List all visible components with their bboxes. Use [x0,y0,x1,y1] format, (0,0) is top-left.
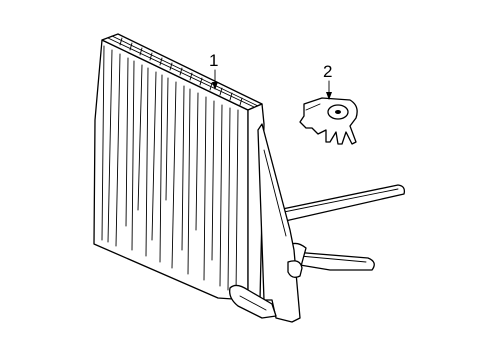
callout-2: 2 [323,62,332,100]
core-fins [101,45,239,295]
callout-1: 1 [209,51,218,90]
line-clip [287,260,303,278]
cooler-bottom-fitting [229,284,277,319]
cooler-bracket [257,123,301,323]
top-fins [107,35,259,108]
callout-1-label: 1 [209,51,218,70]
mounting-clip [299,97,358,145]
cooler-core-front [93,39,249,301]
oil-cooler-assembly [93,33,406,323]
callout-2-label: 2 [323,62,332,81]
